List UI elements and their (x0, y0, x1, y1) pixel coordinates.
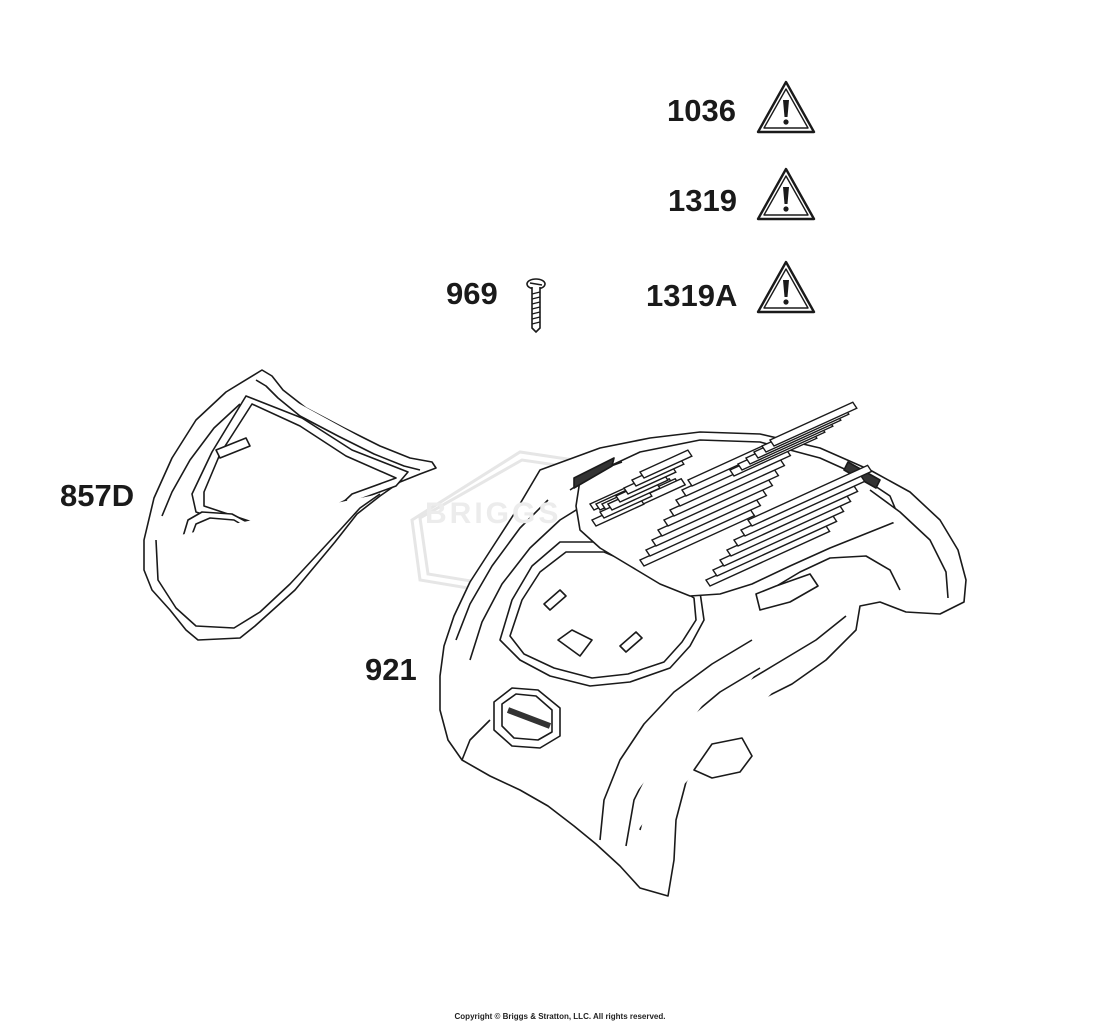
front-panel-857d (143, 369, 437, 641)
callout-969: 969 (446, 276, 498, 311)
callout-1319: 1319 (668, 183, 737, 218)
grille-slat (768, 401, 858, 447)
callout-1036: 1036 (667, 93, 736, 128)
callout-1319a: 1319A (646, 278, 738, 313)
warning-triangle-icon (756, 80, 816, 134)
warning-triangle-icon (756, 167, 816, 221)
engine-cover-921 (439, 431, 967, 897)
grille-slat (746, 464, 873, 527)
grille-slat (638, 449, 693, 479)
copyright-footer: Copyright © Briggs & Stratton, LLC. All … (454, 1012, 666, 1021)
callout-857d: 857D (60, 478, 135, 513)
screw-icon (526, 278, 546, 334)
grille-slats (588, 401, 873, 587)
warning-triangle-icon (756, 260, 816, 314)
callout-921: 921 (365, 652, 417, 687)
watermark-text: BRIGGS (425, 497, 562, 530)
